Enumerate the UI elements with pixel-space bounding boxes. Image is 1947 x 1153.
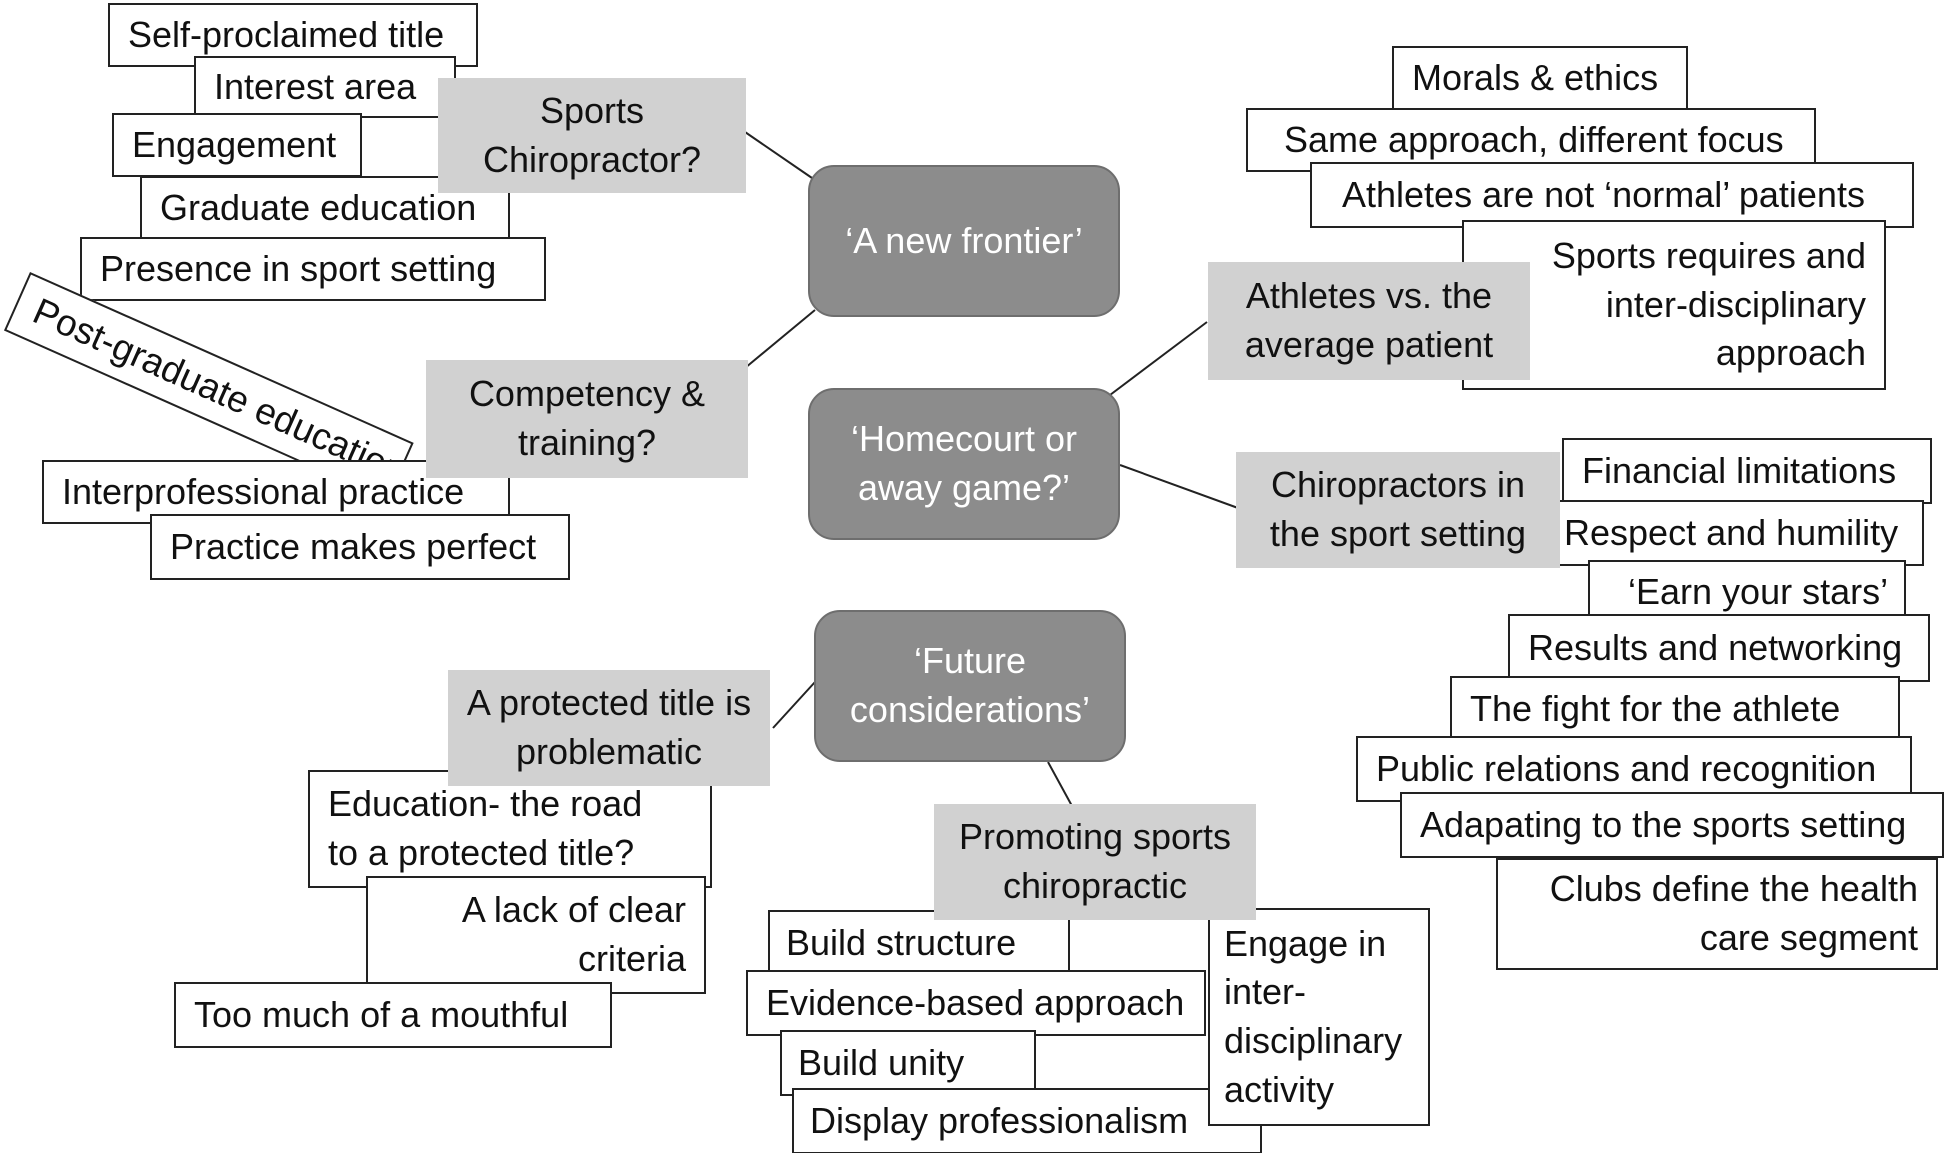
code-build-structure: Build structure [768, 910, 1070, 976]
code-presence-in-sport-setting: Presence in sport setting [80, 237, 546, 301]
code-interest-area: Interest area [194, 56, 456, 118]
code-too-much-mouthful: Too much of a mouthful [174, 982, 612, 1048]
link-future-promoting [1047, 761, 1073, 807]
code-practice-makes-perfect: Practice makes perfect [150, 514, 570, 580]
code-athletes-not-normal: Athletes are not ‘normal’ patients [1310, 162, 1914, 228]
link-homecourt-athletes [1109, 321, 1208, 396]
subtheme-sports-chiropractor: Sports Chiropractor? [438, 78, 746, 193]
code-public-relations: Public relations and recognition [1356, 736, 1912, 802]
theme-homecourt-or-away-game: ‘Homecourt or away game?’ [808, 388, 1120, 540]
code-earn-your-stars: ‘Earn your stars’ [1588, 560, 1906, 624]
subtheme-promoting-sports-chiropractic: Promoting sports chiropractic [934, 804, 1256, 920]
theme-a-new-frontier: ‘A new frontier’ [808, 165, 1120, 317]
link-homecourt-chiros [1119, 464, 1239, 509]
subtheme-athletes-vs-average-patient: Athletes vs. the average patient [1208, 262, 1530, 380]
code-clubs-define-health-care: Clubs define the health care segment [1496, 858, 1938, 970]
link-chiropractor-frontier [744, 131, 813, 179]
subtheme-protected-title-problematic: A protected title is problematic [448, 670, 770, 786]
code-build-unity: Build unity [780, 1030, 1036, 1096]
code-same-approach: Same approach, different focus [1246, 108, 1816, 172]
theme-future-considerations: ‘Future considerations’ [814, 610, 1126, 762]
link-competency-frontier [744, 309, 816, 369]
code-morals-ethics: Morals & ethics [1392, 46, 1688, 110]
code-respect-humility: Respect and humility [1540, 500, 1924, 566]
code-display-professionalism: Display professionalism [792, 1088, 1262, 1153]
link-future-protected [772, 681, 816, 729]
code-fight-for-athlete: The fight for the athlete [1450, 676, 1900, 742]
code-education-road-protected-title: Education- the road to a protected title… [308, 770, 712, 888]
code-financial-limitations: Financial limitations [1562, 438, 1932, 504]
code-sports-requires-interdisciplinary: Sports requires and inter-disciplinary a… [1462, 220, 1886, 390]
subtheme-chiropractors-in-sport-setting: Chiropractors in the sport setting [1236, 452, 1560, 568]
code-evidence-based-approach: Evidence-based approach [746, 970, 1206, 1036]
code-results-networking: Results and networking [1508, 614, 1930, 682]
subtheme-competency-training: Competency & training? [426, 360, 748, 478]
code-engage-inter-disciplinary: Engage in inter-disciplinary activity [1208, 908, 1430, 1126]
code-adapting-sports-setting: Adapating to the sports setting [1400, 792, 1944, 858]
code-lack-of-clear-criteria: A lack of clear criteria [366, 876, 706, 994]
code-engagement: Engagement [112, 113, 362, 177]
